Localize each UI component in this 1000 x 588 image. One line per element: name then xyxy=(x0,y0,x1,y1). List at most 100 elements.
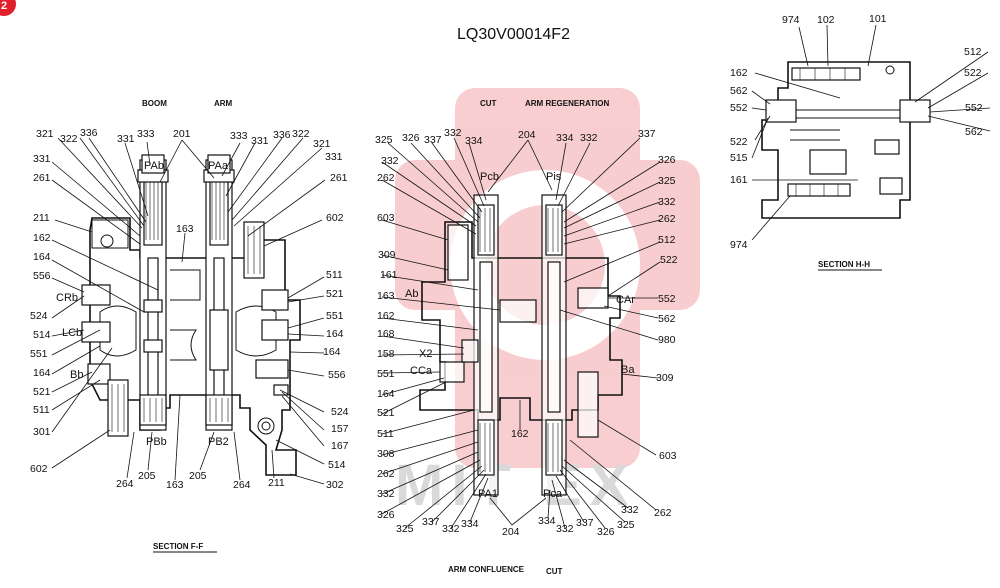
mid-label-332-top-left: 332 xyxy=(444,127,462,139)
caption-cut-bottom: CUT xyxy=(546,567,563,576)
mid-label-325-bottom-right: 325 xyxy=(617,519,635,531)
ff-label-333-right: 333 xyxy=(230,130,248,142)
hh-label-162: 162 xyxy=(730,67,748,79)
ff-label-511-left: 511 xyxy=(33,404,50,416)
mid-label-332-left-a: 332 xyxy=(381,155,399,167)
mid-label-309-left: 309 xyxy=(378,249,396,261)
ff-label-514-left: 514 xyxy=(33,329,51,341)
hh-label-515: 515 xyxy=(730,152,748,164)
ff-label-261-right: 261 xyxy=(330,172,348,184)
mid-label-512: 512 xyxy=(658,234,676,246)
port-pcb: Pcb xyxy=(480,171,499,183)
ff-label-551-right: 551 xyxy=(326,310,344,322)
hh-label-552-left: 552 xyxy=(730,102,748,114)
ff-label-322-left: 322 xyxy=(60,133,78,145)
hh-label-562-right: 562 xyxy=(965,126,983,138)
mid-label-262-left-a: 262 xyxy=(377,172,395,184)
mid-label-603-left: 603 xyxy=(377,212,395,224)
mid-label-337-top-left: 337 xyxy=(424,134,442,146)
ff-label-167: 167 xyxy=(331,440,349,452)
ff-label-164-right-b: 164 xyxy=(323,346,341,358)
mid-label-262-left-b: 262 xyxy=(377,468,395,480)
mid-label-562: 562 xyxy=(658,313,676,325)
mid-label-334-top-left: 334 xyxy=(465,135,483,147)
corner-badge-text: 2 xyxy=(1,0,7,12)
section-middle-view: CUT ARM REGENERATION Pcb xyxy=(375,99,678,576)
port-pb2: PB2 xyxy=(208,436,229,448)
mid-label-164: 164 xyxy=(377,388,395,400)
port-pis: Pis xyxy=(546,171,562,183)
caption-cut-top: CUT xyxy=(480,99,497,108)
mid-label-326-right-a: 326 xyxy=(658,154,676,166)
caption-arm-regeneration: ARM REGENERATION xyxy=(525,99,610,108)
section-hh-view: 974 102 101 162 512 522 562 552 552 522 … xyxy=(730,13,991,271)
port-pa1: PA1 xyxy=(478,488,498,500)
hh-label-974-bottom: 974 xyxy=(730,239,748,251)
ff-label-521-left: 521 xyxy=(33,386,51,398)
ff-label-163-bottom: 163 xyxy=(166,479,184,491)
mid-label-158: 158 xyxy=(377,348,395,360)
caption-section-ff: SECTION F-F xyxy=(153,542,203,551)
mid-label-332-top-right: 332 xyxy=(580,132,598,144)
ff-label-211-top: 211 xyxy=(33,212,50,224)
mid-label-326-top-left: 326 xyxy=(402,132,420,144)
ff-label-301: 301 xyxy=(33,426,51,438)
ff-label-336-right: 336 xyxy=(273,129,291,141)
mid-label-332-left-b: 332 xyxy=(377,488,395,500)
ff-label-211-bottom: 211 xyxy=(268,477,285,489)
caption-arm-confluence: ARM CONFLUENCE xyxy=(448,565,525,574)
hh-label-512: 512 xyxy=(964,46,982,58)
mid-label-603-right: 603 xyxy=(659,450,677,462)
mid-label-332-bottom-left: 332 xyxy=(442,523,460,535)
hh-label-522-right: 522 xyxy=(964,67,982,79)
hh-label-101: 101 xyxy=(869,13,887,25)
port-pca: Pca xyxy=(543,488,563,500)
ff-label-163-top: 163 xyxy=(176,223,194,235)
mid-label-161: 161 xyxy=(380,269,398,281)
mid-label-521: 521 xyxy=(377,407,395,419)
mid-label-511: 511 xyxy=(377,428,394,440)
port-pbb: PBb xyxy=(146,436,167,448)
ff-label-511-right: 511 xyxy=(326,269,343,281)
ff-label-521-right: 521 xyxy=(326,288,344,300)
mid-label-326-bottom-left: 326 xyxy=(377,509,395,521)
mid-label-262-right-b: 262 xyxy=(654,507,672,519)
port-x2: X2 xyxy=(419,348,432,360)
watermark-text: MIT EX xyxy=(395,453,636,518)
mid-label-325-right-a: 325 xyxy=(658,175,676,187)
mid-label-337-bottom-right: 337 xyxy=(576,517,594,529)
ff-label-162: 162 xyxy=(33,232,51,244)
mid-label-552: 552 xyxy=(658,293,676,305)
mid-label-262-right-a: 262 xyxy=(658,213,676,225)
ff-label-602-left: 602 xyxy=(30,463,48,475)
ff-label-556-right: 556 xyxy=(328,369,346,381)
ff-label-333-left: 333 xyxy=(137,128,155,140)
mid-label-334-top-right: 334 xyxy=(556,132,574,144)
ff-label-264-right: 264 xyxy=(233,479,251,491)
hh-label-102: 102 xyxy=(817,14,835,26)
ff-label-331-left: 331 xyxy=(33,153,51,165)
mid-label-309-right: 309 xyxy=(656,372,674,384)
ff-label-331-right: 331 xyxy=(325,151,343,163)
hh-label-562-left: 562 xyxy=(730,85,748,97)
port-car: CAr xyxy=(616,294,635,306)
ff-label-261-left: 261 xyxy=(33,172,51,184)
ff-label-264-left: 264 xyxy=(116,478,134,490)
mid-label-326-bottom-right: 326 xyxy=(597,526,615,538)
mid-label-337-bottom-left: 337 xyxy=(422,516,440,528)
ff-label-524-left: 524 xyxy=(30,310,48,322)
ff-label-336-left: 336 xyxy=(80,127,98,139)
ff-label-331-top: 331 xyxy=(117,133,135,145)
mid-label-332-bottom-right: 332 xyxy=(556,523,574,535)
port-cca: CCa xyxy=(410,365,433,377)
corner-badge: 2 xyxy=(0,0,16,16)
mid-label-551: 551 xyxy=(377,368,395,380)
port-pab: PAb xyxy=(144,160,164,172)
ff-label-524-right: 524 xyxy=(331,406,349,418)
ff-label-201: 201 xyxy=(173,128,191,140)
port-ba: Ba xyxy=(621,364,635,376)
mid-label-337-top-right: 337 xyxy=(638,128,656,140)
ff-label-164-a: 164 xyxy=(33,251,51,263)
port-paa: PAa xyxy=(208,160,229,172)
